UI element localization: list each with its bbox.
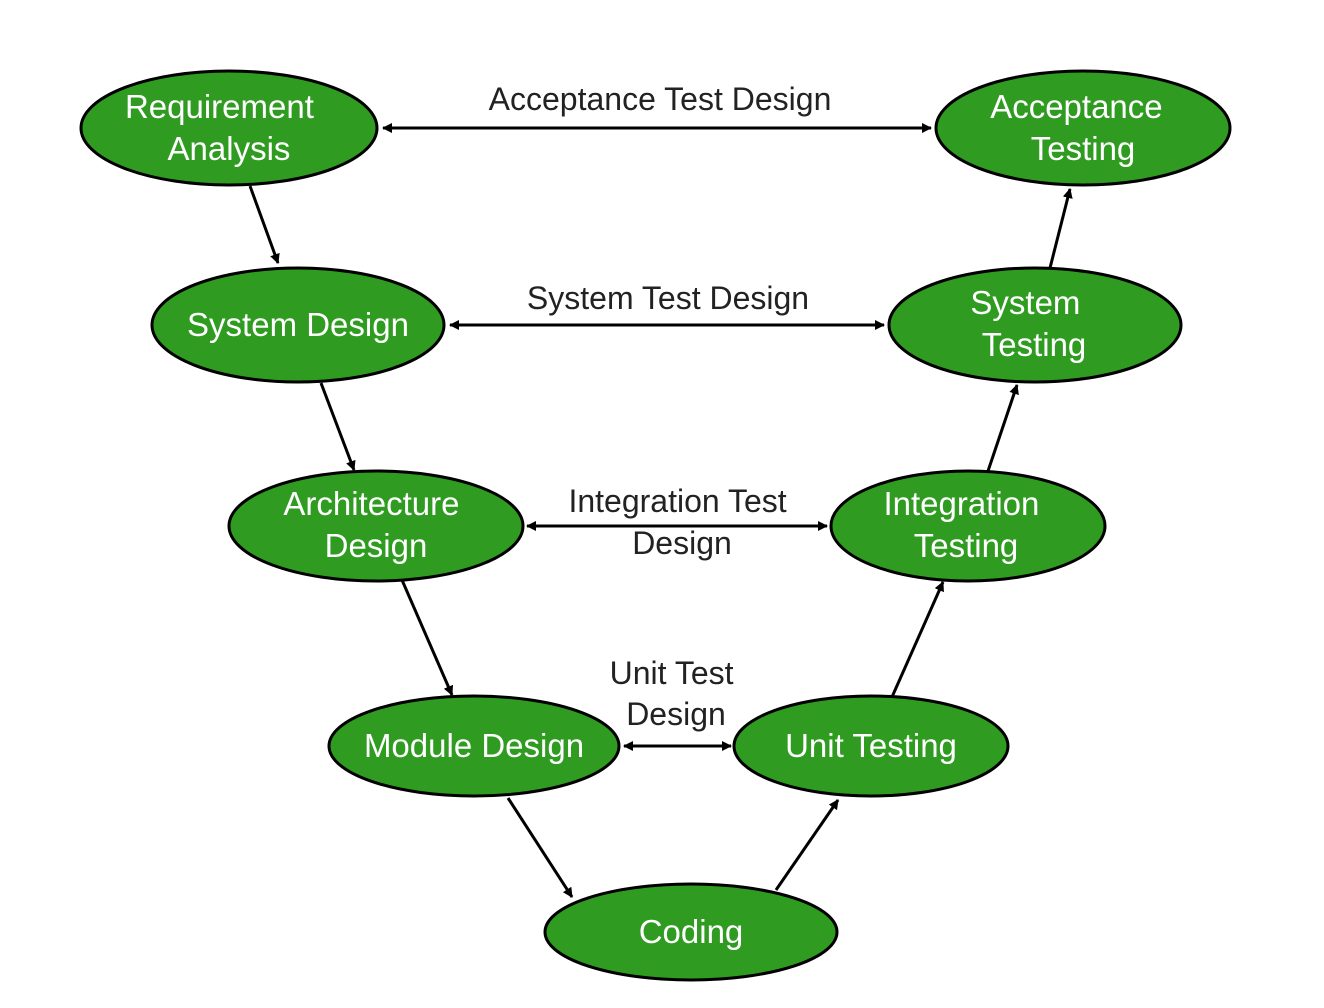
edge-coding-to-unit [774,799,840,891]
acceptance-testing-line2: Testing [1031,130,1136,167]
requirement-analysis-label: Requirement Analysis [125,88,323,167]
requirement-analysis-line2: Analysis [168,130,291,167]
node-system-design: System Design [150,266,446,384]
edge-architecture-to-module [400,579,454,696]
edge-integration-to-system-testing [985,384,1019,475]
unit-testing-label: Unit Testing [785,727,957,764]
edges [248,123,1073,898]
integration-test-design-line1: Integration Test [568,483,786,519]
requirement-analysis-line1: Requirement [125,88,314,125]
edge-module-to-coding [506,797,574,898]
edge-unit-to-integration [890,581,945,698]
node-unit-testing: Unit Testing [732,694,1010,798]
architecture-design-line2: Design [325,527,428,564]
unit-test-design-line1: Unit Test [610,655,734,691]
requirement-analysis-ellipse [79,69,379,187]
coding-label: Coding [639,913,744,950]
architecture-design-line1: Architecture [283,485,459,522]
node-architecture-design: Architecture Design [227,469,525,583]
system-testing-line1: System [970,284,1080,321]
coding-ellipse [543,882,839,982]
node-system-testing: System Testing [887,266,1183,384]
edge-system-design-to-architecture [319,382,356,471]
acceptance-test-design-label: Acceptance Test Design [489,81,832,117]
unit-test-design-line2: Design [626,696,726,732]
system-testing-ellipse [887,266,1183,384]
node-integration-testing: Integration Testing [829,469,1107,583]
node-acceptance-testing: Acceptance Testing [934,69,1232,187]
integration-test-design-label: Integration Test Design [568,483,795,561]
node-requirement-analysis: Requirement Analysis [79,69,379,187]
edge-requirement-to-system-design [248,185,280,264]
system-test-design-label: System Test Design [527,280,809,316]
integration-test-design-line2: Design [632,525,732,561]
node-module-design: Module Design [327,694,621,798]
architecture-design-ellipse [227,469,525,583]
unit-testing-ellipse [732,694,1010,798]
system-design-label: System Design [187,306,409,343]
acceptance-testing-line1: Acceptance [990,88,1162,125]
architecture-design-label: Architecture Design [283,485,468,564]
unit-test-design-label: Unit Test Design [610,655,743,732]
acceptance-testing-label: Acceptance Testing [990,88,1172,167]
module-design-ellipse [327,694,621,798]
system-testing-label: System Testing [970,284,1089,363]
module-design-label: Module Design [364,727,584,764]
system-testing-line2: Testing [982,326,1087,363]
system-design-ellipse [150,266,446,384]
edge-system-testing-to-acceptance [1048,188,1073,269]
integration-testing-label: Integration Testing [883,485,1048,564]
node-coding: Coding [543,882,839,982]
integration-testing-ellipse [829,469,1107,583]
acceptance-testing-ellipse [934,69,1232,187]
integration-testing-line1: Integration [883,485,1039,522]
integration-testing-line2: Testing [914,527,1019,564]
edge-labels: Acceptance Test Design System Test Desig… [489,81,832,732]
